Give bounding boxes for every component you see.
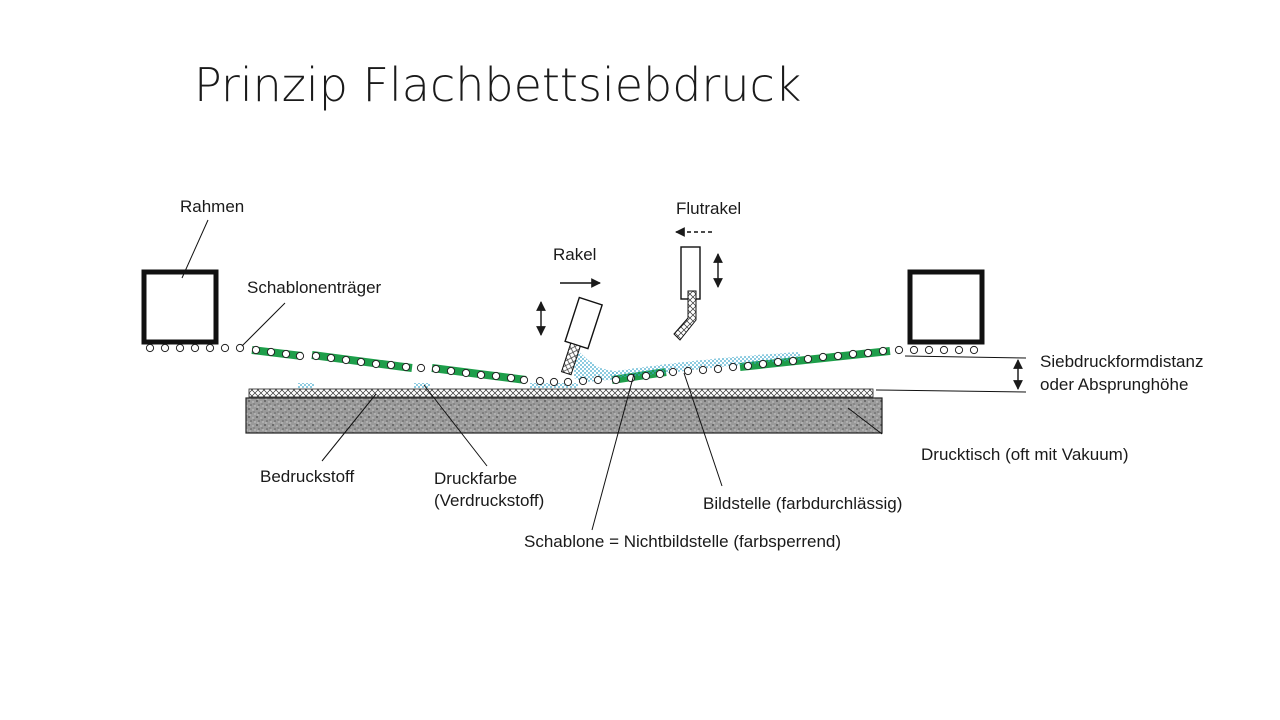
ink-print xyxy=(414,383,430,388)
leader-bedruckstoff xyxy=(321,393,377,462)
label-absprunghoehe: oder Absprunghöhe xyxy=(1040,375,1188,394)
label-schablone: Schablone = Nichtbildstelle (farbsperren… xyxy=(524,532,841,551)
label-bedruckstoff: Bedruckstoff xyxy=(260,467,354,486)
flood-coater xyxy=(673,246,701,341)
label-drucktisch: Drucktisch (oft mit Vakuum) xyxy=(921,445,1129,464)
label-schablonentraeger: Schablonenträger xyxy=(247,278,382,297)
frame-right xyxy=(907,269,985,345)
mesh-threads xyxy=(145,343,979,387)
offcontact-line-top xyxy=(904,355,1027,359)
ink-squeegee xyxy=(574,348,618,382)
stencil-segment xyxy=(251,346,303,360)
substrate xyxy=(248,388,874,398)
leader-rahmen xyxy=(181,219,209,279)
leader-lines xyxy=(181,219,883,531)
leader-bildstelle xyxy=(683,372,723,487)
label-siebdruckformdistanz: Siebdruckformdistanz xyxy=(1040,352,1203,371)
label-druckfarbe: Druckfarbe xyxy=(434,469,517,488)
leader-schablone xyxy=(591,373,635,531)
label-rahmen: Rahmen xyxy=(180,197,244,216)
slide-title: Prinzip Flachbettsiebdruck xyxy=(194,58,802,112)
label-rakel: Rakel xyxy=(553,245,596,264)
squeegee xyxy=(560,296,604,376)
print-table xyxy=(245,397,883,434)
label-verdruckstoff: (Verdruckstoff) xyxy=(434,491,544,510)
leader-drucktisch xyxy=(847,407,883,435)
offcontact-line-bottom xyxy=(875,389,1027,393)
leader-schablonentraeger xyxy=(241,302,286,347)
ink-print xyxy=(298,383,314,388)
frame-left xyxy=(141,269,219,345)
leader-druckfarbe xyxy=(423,384,488,467)
label-bildstelle: Bildstelle (farbdurchlässig) xyxy=(703,494,902,513)
label-flutrakel: Flutrakel xyxy=(676,199,741,218)
